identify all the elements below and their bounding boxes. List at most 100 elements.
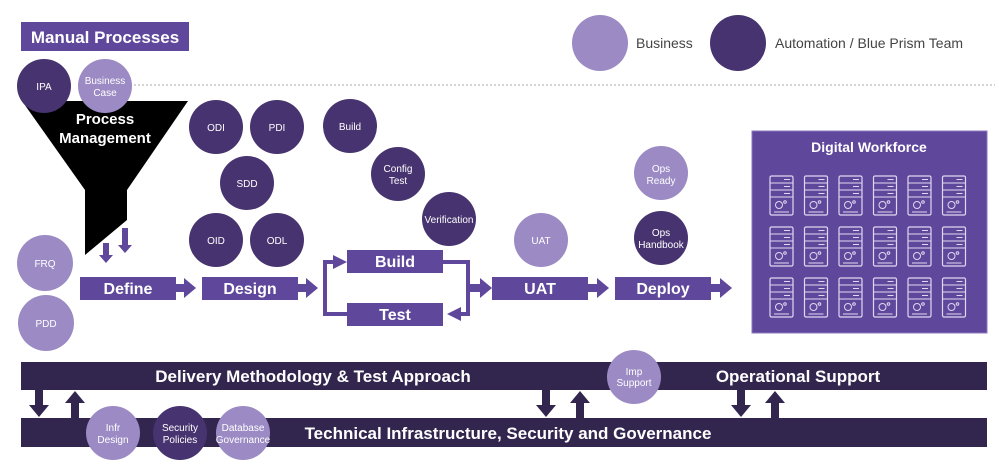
arrow-right-icon — [711, 278, 732, 298]
stage-define: Define — [80, 277, 176, 300]
server-icon — [872, 277, 898, 318]
server-icon — [803, 175, 829, 216]
operational-support-bar: Operational Support — [608, 362, 987, 390]
svg-text:Support: Support — [616, 378, 651, 389]
circle-frq: FRQ — [17, 235, 73, 291]
funnel-text-2: Management — [59, 130, 151, 147]
server-icon — [941, 226, 967, 267]
digital-workforce-panel: Digital Workforce — [751, 130, 988, 334]
stage-design: Design — [202, 277, 298, 300]
svg-text:Deploy: Deploy — [636, 281, 689, 298]
stage-uat: UAT — [492, 277, 588, 300]
workforce-title: Digital Workforce — [811, 139, 927, 155]
circle-uat: UAT — [514, 213, 568, 267]
server-icon — [838, 175, 863, 216]
svg-text:Ready: Ready — [647, 176, 676, 187]
server-icon — [872, 175, 898, 216]
arrow-down-icon — [118, 228, 132, 253]
svg-text:Test: Test — [379, 307, 411, 324]
arrow-up-icon — [65, 391, 85, 418]
svg-text:Governance: Governance — [216, 435, 271, 446]
svg-text:Policies: Policies — [163, 435, 197, 446]
circle-verification: Verification — [422, 192, 476, 246]
svg-text:Ops: Ops — [652, 228, 670, 239]
svg-text:Database: Database — [222, 423, 265, 434]
arrow-down-icon — [99, 243, 113, 263]
arrow-down-icon — [29, 390, 49, 417]
legend-business-label: Business — [636, 35, 693, 51]
server-icon — [907, 277, 932, 318]
arrow-right-icon — [588, 278, 609, 298]
legend-automation-label: Automation / Blue Prism Team — [775, 35, 963, 51]
svg-text:Define: Define — [104, 281, 153, 298]
circle-oid: OID — [189, 213, 243, 267]
server-icon — [769, 226, 794, 267]
server-icon — [838, 277, 863, 318]
circle-sdd: SDD — [220, 156, 274, 210]
svg-text:Config: Config — [384, 164, 413, 175]
process-management-funnel: Process Management — [22, 101, 188, 255]
svg-text:Test: Test — [389, 176, 408, 187]
stage-build: Build — [347, 250, 443, 273]
manual-processes-label: Manual Processes — [21, 22, 189, 51]
server-icon — [941, 277, 967, 318]
circle-build: Build — [323, 99, 377, 153]
svg-text:UAT: UAT — [524, 281, 556, 298]
arrow-up-icon — [765, 391, 785, 418]
svg-text:PDI: PDI — [269, 123, 286, 134]
legend-business-swatch — [572, 15, 628, 71]
svg-text:Case: Case — [93, 88, 117, 99]
legend-automation-swatch — [710, 15, 766, 71]
svg-text:Security: Security — [162, 423, 198, 434]
server-icon — [769, 175, 794, 216]
circle-pdd: PDD — [18, 295, 74, 351]
svg-text:Delivery Methodology & Test Ap: Delivery Methodology & Test Approach — [155, 367, 471, 386]
svg-text:ODI: ODI — [207, 123, 225, 134]
svg-text:Operational Support: Operational Support — [716, 367, 881, 386]
server-icon — [803, 226, 829, 267]
build-test-loop — [323, 255, 492, 321]
arrow-right-icon — [298, 278, 318, 298]
svg-text:Ops: Ops — [652, 164, 670, 175]
svg-text:PDD: PDD — [35, 319, 56, 330]
svg-text:Imp: Imp — [626, 367, 643, 378]
svg-text:Design: Design — [223, 281, 276, 298]
svg-text:Design: Design — [97, 435, 128, 446]
svg-text:Business: Business — [85, 76, 126, 87]
stage-test: Test — [347, 303, 443, 326]
title-text: Manual Processes — [31, 28, 179, 47]
server-icon — [907, 226, 932, 267]
svg-text:Infr: Infr — [106, 423, 121, 434]
svg-text:Technical Infrastructure, Secu: Technical Infrastructure, Security and G… — [305, 424, 712, 443]
server-icon — [872, 226, 898, 267]
delivery-methodology-bar: Delivery Methodology & Test Approach — [21, 362, 608, 390]
svg-text:Verification: Verification — [425, 215, 474, 226]
svg-text:UAT: UAT — [531, 236, 550, 247]
funnel-text-1: Process — [76, 111, 134, 128]
svg-text:FRQ: FRQ — [34, 259, 55, 270]
svg-text:Handbook: Handbook — [638, 240, 685, 251]
server-icon — [941, 175, 967, 216]
server-icon — [803, 277, 829, 318]
arrow-up-icon — [570, 391, 590, 418]
svg-text:ODL: ODL — [267, 236, 288, 247]
circle-odl: ODL — [250, 213, 304, 267]
svg-text:IPA: IPA — [36, 82, 52, 93]
svg-text:Build: Build — [339, 122, 361, 133]
arrow-down-icon — [536, 390, 556, 417]
circle-ipa: IPA — [17, 59, 71, 113]
svg-text:OID: OID — [207, 236, 225, 247]
circle-odi: ODI — [189, 100, 243, 154]
server-icon — [838, 226, 863, 267]
server-icon — [907, 175, 932, 216]
server-icon — [769, 277, 794, 318]
